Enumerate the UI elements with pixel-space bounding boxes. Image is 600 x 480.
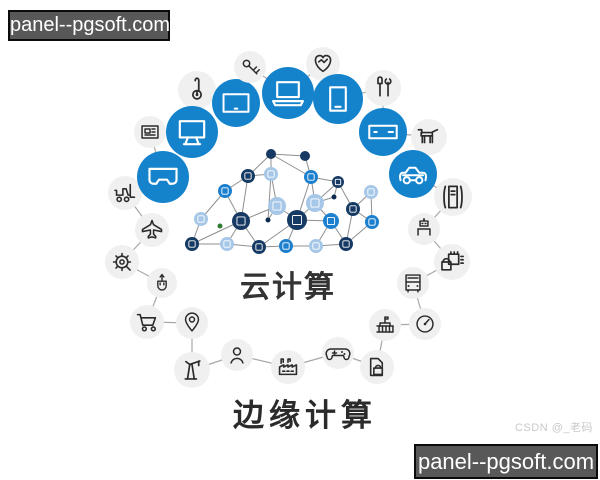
cloud-network-node	[185, 237, 199, 251]
bus-icon	[397, 267, 429, 299]
cloud-network-node	[268, 197, 286, 215]
cloud-network-node	[194, 212, 208, 226]
gauge-icon	[409, 308, 441, 340]
cloud-network-node	[365, 215, 379, 229]
cloud-network-node	[217, 223, 223, 229]
watermark-bottom-right: panel--pgsoft.com	[414, 444, 598, 479]
cloud-computing-label: 云计算	[240, 271, 336, 304]
cloud-network-node	[264, 167, 278, 181]
car-icon	[389, 150, 437, 198]
person-icon	[221, 339, 253, 371]
cloud-network-node	[306, 194, 324, 212]
thermometer-icon	[178, 71, 216, 109]
usb-icon	[147, 268, 177, 298]
crane-icon	[174, 352, 210, 388]
robot-dog-icon	[411, 119, 447, 155]
document-lock-icon	[360, 350, 394, 384]
laptop-icon	[262, 67, 314, 119]
robot-icon	[408, 213, 440, 245]
cloud-network-node	[252, 240, 266, 254]
gear-wrench-icon	[105, 245, 139, 279]
cloud-network-node	[232, 212, 250, 230]
heart-icon	[306, 47, 340, 81]
key-icon	[234, 51, 266, 83]
phone-icon	[313, 74, 363, 124]
cloud-network-node	[364, 185, 378, 199]
gamepad-icon	[322, 337, 354, 369]
desktop-monitor-icon	[166, 106, 218, 158]
chip-lock-icon	[434, 244, 470, 280]
cloud-network-node	[279, 239, 293, 253]
forklift-icon	[108, 176, 142, 210]
tools-icon	[365, 70, 401, 106]
cloud-network-node	[287, 210, 307, 230]
newspaper-icon	[134, 116, 166, 148]
edge-computing-label: 边缘计算	[233, 398, 377, 433]
bank-icon	[369, 309, 401, 341]
csdn-watermark: CSDN @_老码	[514, 422, 593, 434]
cloud-network-node	[339, 237, 353, 251]
location-pin-icon	[176, 307, 208, 339]
cloud-network-node	[241, 169, 255, 183]
cloud-network-node	[218, 184, 232, 198]
cloud-network-node	[332, 176, 344, 188]
server-rack-icon	[434, 178, 472, 216]
factory-icon	[271, 350, 305, 384]
watermark-top-left: panel--pgsoft.com	[8, 10, 170, 41]
shopping-cart-icon	[130, 305, 164, 339]
cloud-network-node	[331, 194, 337, 200]
server-icon	[359, 108, 407, 156]
tablet-icon	[212, 79, 260, 127]
cloud-network-node	[266, 149, 276, 159]
cloud-network-node	[220, 237, 234, 251]
cloud-network-node	[265, 217, 271, 223]
cloud-network-node	[323, 213, 339, 229]
airplane-icon	[135, 213, 169, 247]
vr-goggles-icon	[137, 151, 189, 203]
cloud-network-node	[346, 202, 360, 216]
cloud-network-node	[309, 239, 323, 253]
cloud-network-node	[304, 170, 318, 184]
cloud-network-node	[300, 151, 310, 161]
